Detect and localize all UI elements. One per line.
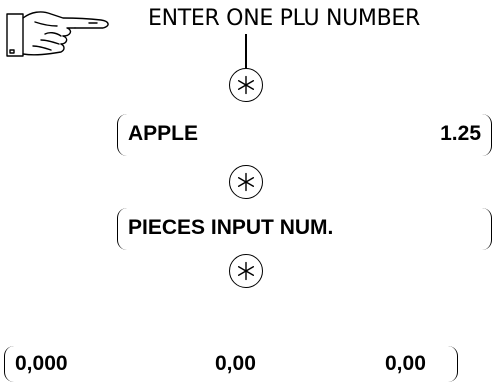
unit-price-value: 0,00 bbox=[215, 352, 256, 375]
article-name: APPLE bbox=[128, 122, 199, 145]
weight-value: 0,000 bbox=[15, 352, 68, 375]
pointing-hand-icon bbox=[5, 6, 127, 60]
total-price-value: 0,00 bbox=[385, 352, 426, 375]
asterisk-key-icon[interactable] bbox=[229, 254, 263, 288]
connector-line bbox=[245, 34, 247, 68]
display-pieces-prompt: PIECES INPUT NUM. bbox=[117, 208, 492, 250]
display-plu-article: APPLE 1.25 bbox=[117, 114, 492, 156]
display-weight-price-total: 0,000 0,00 0,00 bbox=[4, 346, 458, 382]
instruction-text: ENTER ONE PLU NUMBER bbox=[148, 6, 420, 31]
asterisk-key-icon[interactable] bbox=[229, 165, 263, 199]
pieces-prompt-text: PIECES INPUT NUM. bbox=[128, 216, 334, 239]
asterisk-key-icon[interactable] bbox=[229, 68, 263, 102]
article-price: 1.25 bbox=[440, 122, 481, 145]
